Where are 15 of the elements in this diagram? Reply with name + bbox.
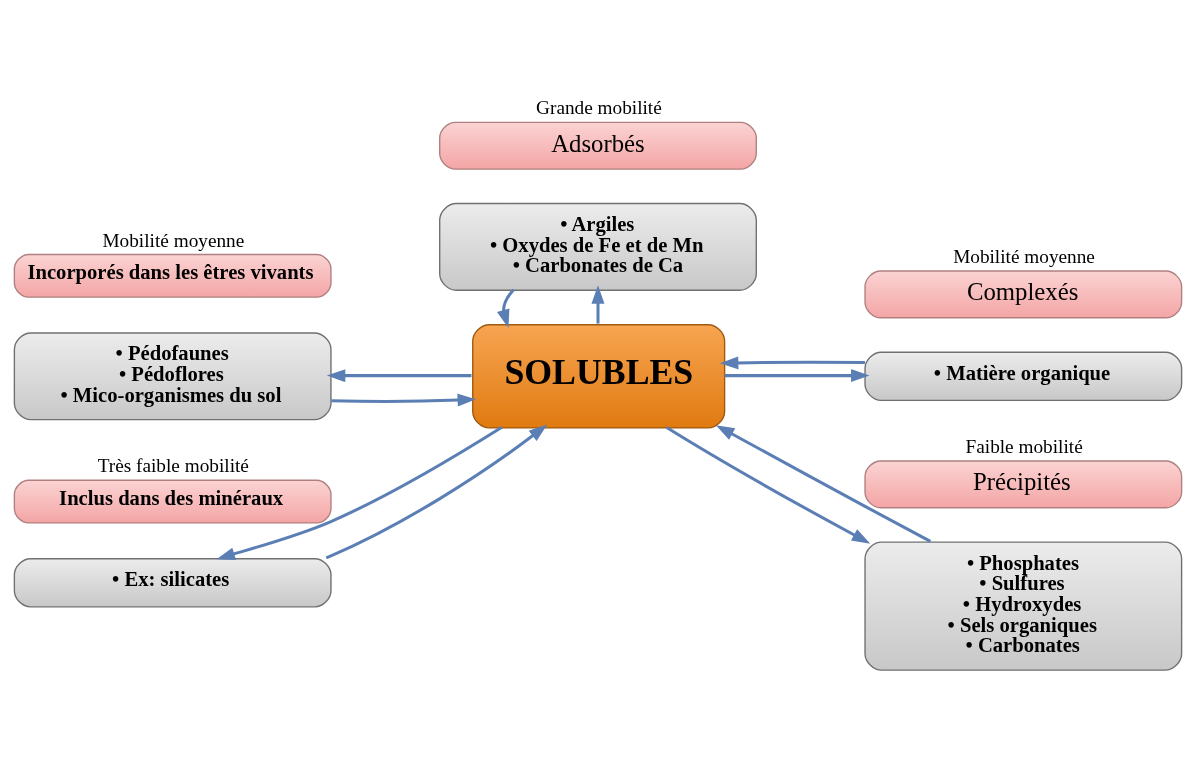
arrow — [331, 393, 477, 407]
arrow — [497, 288, 515, 328]
node-label: Mobilité moyenne — [953, 246, 1095, 268]
arrow — [665, 426, 871, 544]
arrow — [326, 369, 472, 383]
arrow — [719, 356, 865, 370]
arrow — [591, 285, 605, 324]
node-label: Grande mobilité — [536, 97, 662, 119]
arrow — [216, 425, 503, 561]
arrow — [724, 369, 870, 383]
node-label: Très faible mobilité — [97, 455, 249, 477]
arrow — [325, 424, 548, 560]
node-label: Mobilité moyenne — [102, 229, 245, 251]
node-label: Faible mobilité — [965, 435, 1083, 457]
arrow — [715, 425, 932, 543]
